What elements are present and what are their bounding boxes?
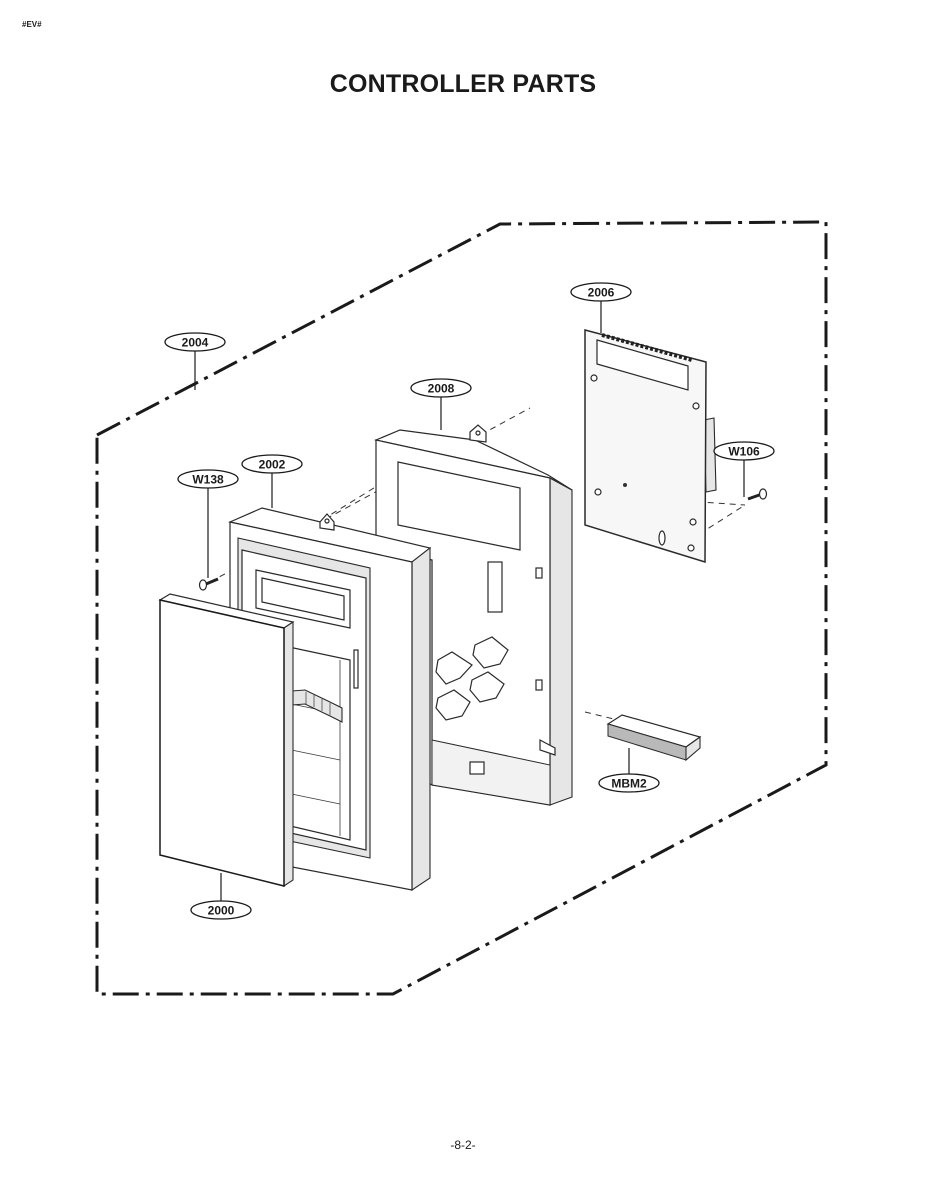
svg-text:W106: W106 <box>728 445 760 459</box>
callout-w138: W138 <box>177 469 239 489</box>
callout-2006: 2006 <box>570 282 632 302</box>
part-mbm2 <box>606 714 702 762</box>
key-contact-1 <box>435 651 473 685</box>
part-2006-pcb <box>584 329 717 564</box>
callout-2008: 2008 <box>410 378 472 398</box>
svg-text:MBM2: MBM2 <box>611 777 647 791</box>
key-contact-4 <box>435 689 471 721</box>
page-title: CONTROLLER PARTS <box>329 70 597 98</box>
part-w106-screw <box>747 488 768 501</box>
svg-text:2000: 2000 <box>208 904 235 918</box>
svg-text:2002: 2002 <box>259 458 286 472</box>
part-2008-chassis <box>374 424 573 806</box>
callout-mbm2: MBM2 <box>598 773 660 793</box>
key-contact-2 <box>472 636 509 669</box>
svg-text:W138: W138 <box>192 473 224 487</box>
callout-2004: 2004 <box>164 332 226 352</box>
callout-2002: 2002 <box>241 454 303 474</box>
svg-text:2004: 2004 <box>182 336 209 350</box>
key-contact-3 <box>469 671 505 703</box>
assembly-boundary <box>95 220 828 996</box>
leader-lines <box>194 300 745 901</box>
callout-2000: 2000 <box>190 900 252 920</box>
part-2000-cover <box>158 593 295 888</box>
corner-tag: #EV# <box>22 20 42 29</box>
part-w138-screw <box>198 577 219 591</box>
svg-text:2008: 2008 <box>428 382 455 396</box>
svg-text:2006: 2006 <box>588 286 615 300</box>
page-number: -8-2- <box>450 1138 476 1152</box>
callout-w106: W106 <box>713 441 775 461</box>
